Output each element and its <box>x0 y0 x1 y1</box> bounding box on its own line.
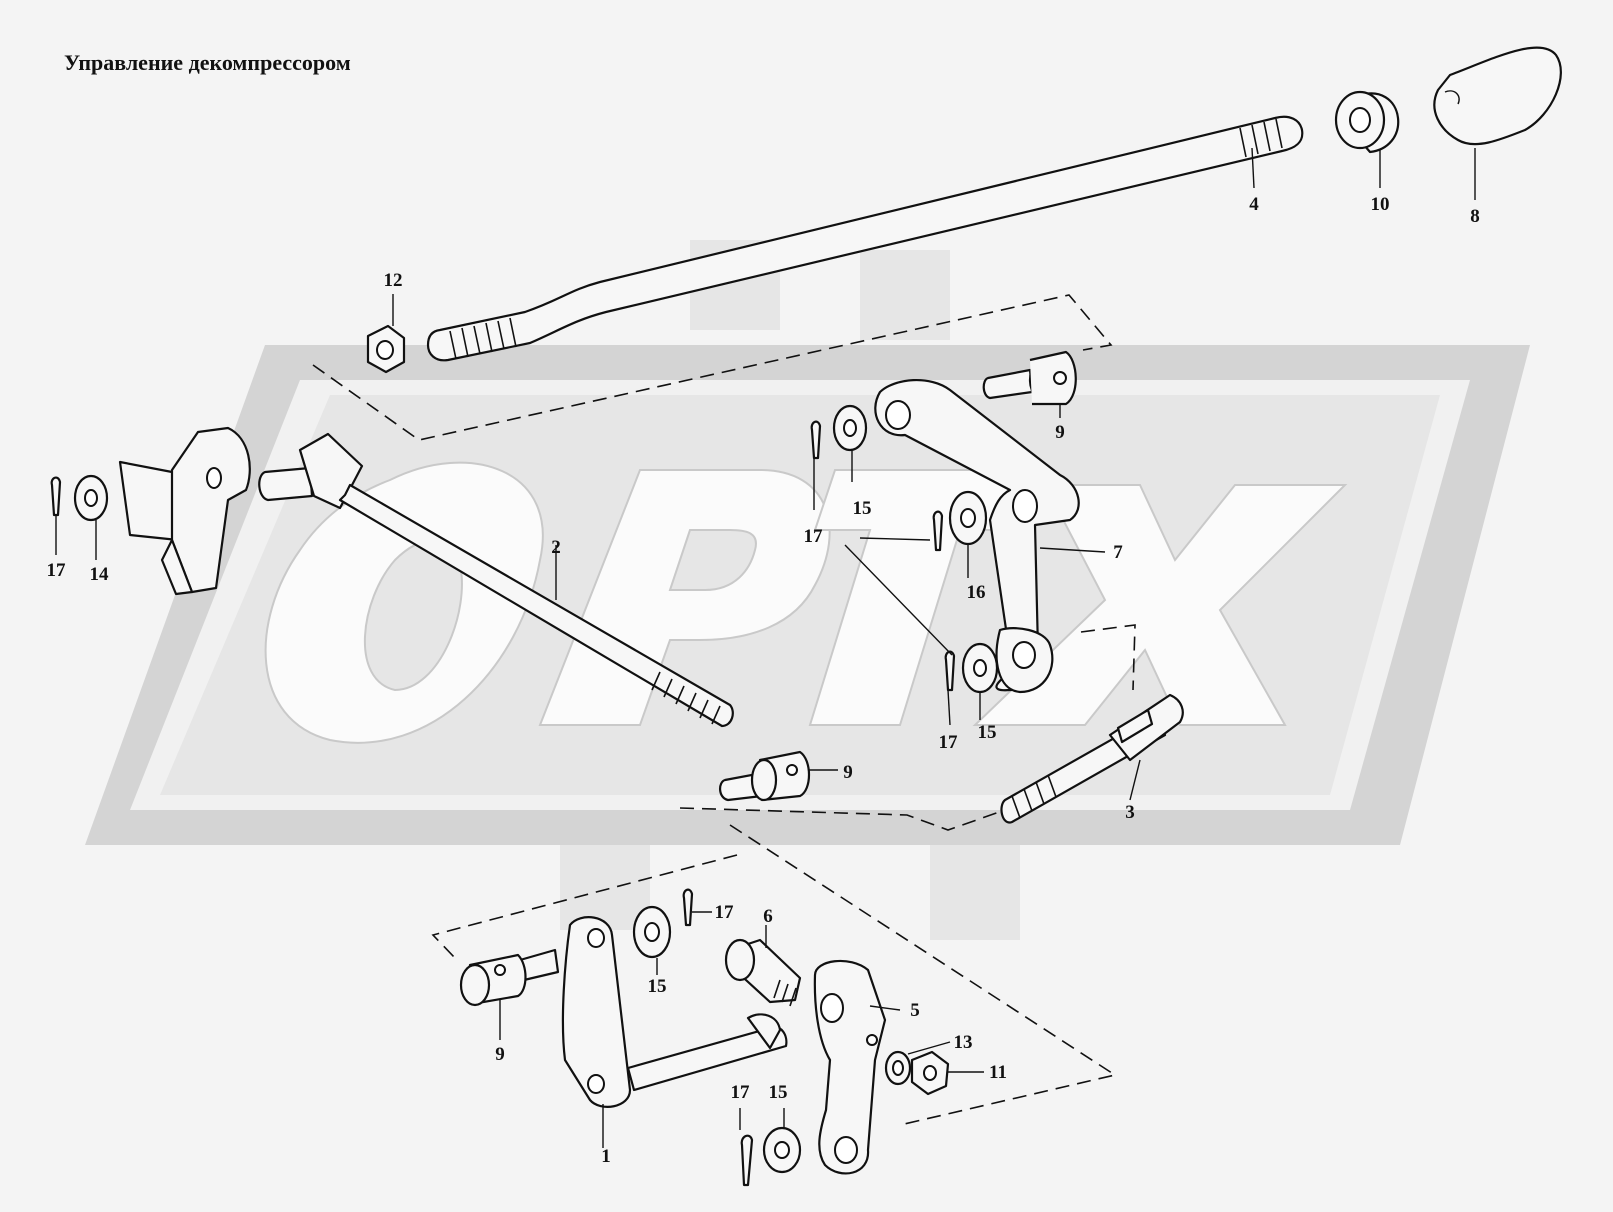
part-7-bellcrank <box>874 378 1080 694</box>
part-2-lever-rod <box>258 432 734 728</box>
part-14-washer <box>73 474 109 522</box>
part-4-rod <box>426 115 1304 362</box>
part-8-knob <box>1433 46 1562 146</box>
callout-3: 3 <box>1125 802 1135 823</box>
bracket-left <box>118 426 251 596</box>
callout-6: 6 <box>763 906 773 927</box>
callout-9-bottom: 9 <box>495 1044 505 1065</box>
part-9-pin-top <box>982 350 1077 406</box>
callout-9-top: 9 <box>1055 422 1065 443</box>
part-15-washer-b <box>961 642 999 694</box>
callout-13: 13 <box>954 1032 973 1053</box>
rod-4-thread-right <box>1239 118 1283 158</box>
callout-17-middle: 17 <box>804 526 824 547</box>
watermark-logo <box>85 240 1530 940</box>
callout-9-middle: 9 <box>843 762 853 783</box>
callout-1: 1 <box>601 1146 611 1167</box>
callout-2: 2 <box>551 537 561 558</box>
callout-15-top: 15 <box>853 498 872 519</box>
callout-17-bottom-center: 17 <box>715 902 735 923</box>
part-17-cotter-pins-middle <box>810 420 956 692</box>
watermark-letter-x <box>972 484 1348 726</box>
callout-15-right: 15 <box>978 722 997 743</box>
dashed-line-left <box>431 854 738 959</box>
page-title: Управление декомпрессором <box>64 50 351 75</box>
part-16-washer <box>948 490 988 546</box>
part-11-nut <box>910 1050 950 1096</box>
part-10-bushing <box>1334 90 1400 154</box>
part-9-pin-middle <box>719 750 811 802</box>
assembly-dashed-lines <box>312 294 1136 1126</box>
watermark-letter-o <box>264 461 544 744</box>
part-5-lever <box>813 959 887 1175</box>
callout-4: 4 <box>1249 194 1259 215</box>
part-17-cotter-pin-left <box>50 476 62 517</box>
dashed-line-top <box>312 294 1113 441</box>
callout-12: 12 <box>384 270 403 291</box>
watermark-gear-tooth <box>930 830 1020 940</box>
callout-17-left: 17 <box>47 560 67 581</box>
callout-10: 10 <box>1371 194 1390 215</box>
part-9-pin-bottom <box>459 948 560 1007</box>
rod-2-thread <box>651 671 721 725</box>
callout-17-right: 17 <box>939 732 959 753</box>
callout-8: 8 <box>1470 206 1480 227</box>
dashed-line-middle <box>679 807 1006 831</box>
callout-15-bottom-center: 15 <box>648 976 667 997</box>
part-6-threaded-pin <box>724 938 802 1007</box>
callout-7: 7 <box>1113 542 1123 563</box>
part-17-cotter-pin-bottom-b <box>740 1134 754 1187</box>
part-15-washer-d <box>762 1126 802 1174</box>
callout-15-bottom: 15 <box>769 1082 788 1103</box>
callout-17-bottom: 17 <box>731 1082 751 1103</box>
rod-4-body <box>426 115 1304 362</box>
leader-lines <box>55 147 1476 1148</box>
watermark-gear-tooth <box>860 250 950 340</box>
callout-5: 5 <box>910 1000 920 1021</box>
part-12-nut <box>366 324 406 374</box>
part-15-washer-a <box>832 404 868 452</box>
callout-labels: 1 2 3 4 5 6 7 8 9 9 9 10 11 12 13 14 15 … <box>47 194 1480 1167</box>
callout-14: 14 <box>90 564 110 585</box>
bolt-3-thread <box>1011 774 1057 819</box>
part-1-lever <box>561 916 788 1108</box>
part-15-washer-c <box>632 905 672 959</box>
rod-4-thread-left <box>449 317 517 360</box>
pin-6-thread <box>773 979 797 1007</box>
dashed-line-diagonal <box>729 824 1118 1126</box>
part-13-spring-washer <box>884 1050 912 1086</box>
callout-11: 11 <box>989 1062 1007 1083</box>
part-3-pin-bolt <box>1000 693 1184 824</box>
dashed-line-right <box>1080 624 1136 691</box>
part-17-cotter-pin-bottom-a <box>682 888 694 927</box>
callout-16: 16 <box>967 582 986 603</box>
